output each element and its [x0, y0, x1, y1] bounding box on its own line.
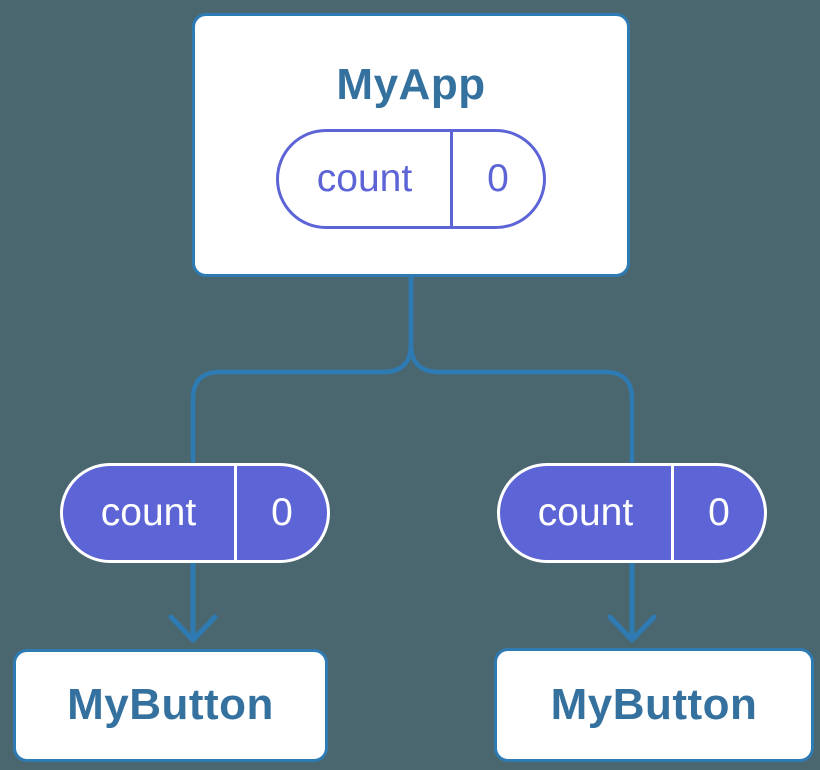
component-card-mybutton-right: MyButton — [494, 648, 814, 762]
component-title: MyApp — [336, 60, 486, 110]
state-pill-parent: count 0 — [276, 128, 546, 229]
state-key: count — [100, 491, 197, 534]
component-title: MyButton — [550, 679, 758, 729]
branch-line-left — [190, 277, 414, 463]
state-pill-child-left: count 0 — [60, 463, 330, 563]
arrow-head-right-icon — [607, 614, 657, 643]
state-value: 0 — [450, 131, 543, 226]
state-pill-child-right: count 0 — [497, 463, 767, 563]
component-card-myapp: MyApp count 0 — [192, 13, 630, 277]
state-value: 0 — [671, 466, 764, 560]
component-title: MyButton — [67, 680, 274, 730]
state-key: count — [316, 156, 413, 200]
branch-line-right — [408, 277, 635, 463]
component-card-mybutton-left: MyButton — [13, 649, 328, 762]
arrow-head-left-icon — [168, 614, 218, 643]
state-key: count — [537, 491, 634, 534]
state-value: 0 — [234, 466, 327, 560]
